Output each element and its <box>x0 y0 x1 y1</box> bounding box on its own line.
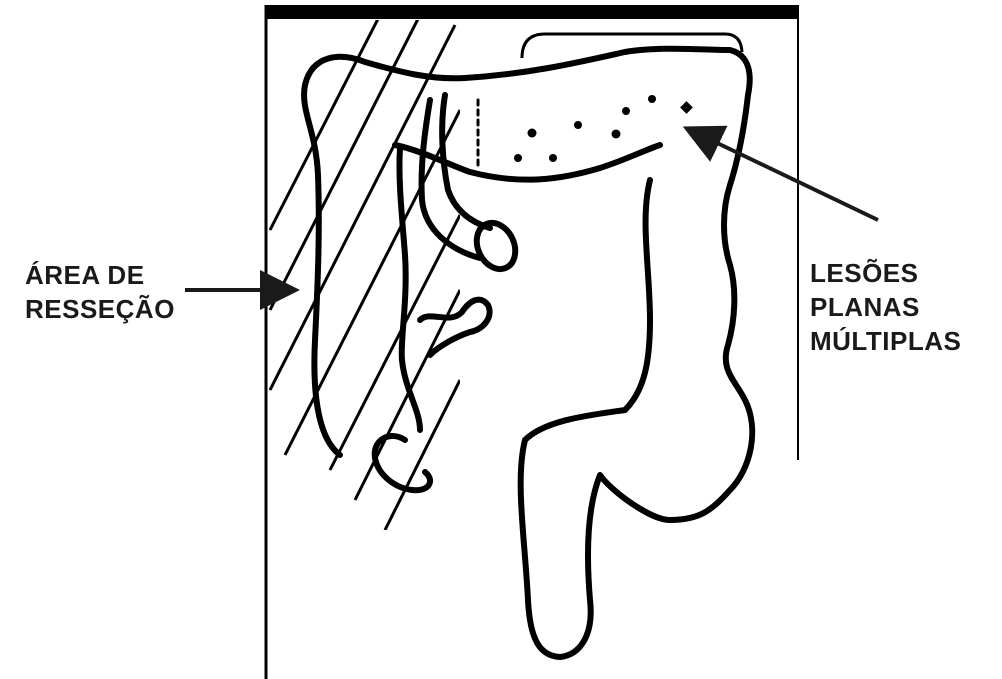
frame-top-bar <box>265 5 799 19</box>
lesion-arrow <box>690 130 878 220</box>
segment-bracket <box>522 34 742 58</box>
lesions-label-line3: MÚLTIPLAS <box>810 324 961 358</box>
lesions-label-line2: PLANAS <box>810 290 961 324</box>
resection-label-line2: RESSEÇÃO <box>25 292 175 326</box>
lesions-label: LESÕES PLANAS MÚLTIPLAS <box>810 256 961 358</box>
resection-area-label: ÁREA DE RESSEÇÃO <box>25 258 175 326</box>
resection-label-line1: ÁREA DE <box>25 258 175 292</box>
lesion-dots <box>514 95 693 162</box>
lesions-label-line1: LESÕES <box>810 256 961 290</box>
resection-hatching <box>270 15 460 530</box>
colon-outline <box>304 49 752 657</box>
